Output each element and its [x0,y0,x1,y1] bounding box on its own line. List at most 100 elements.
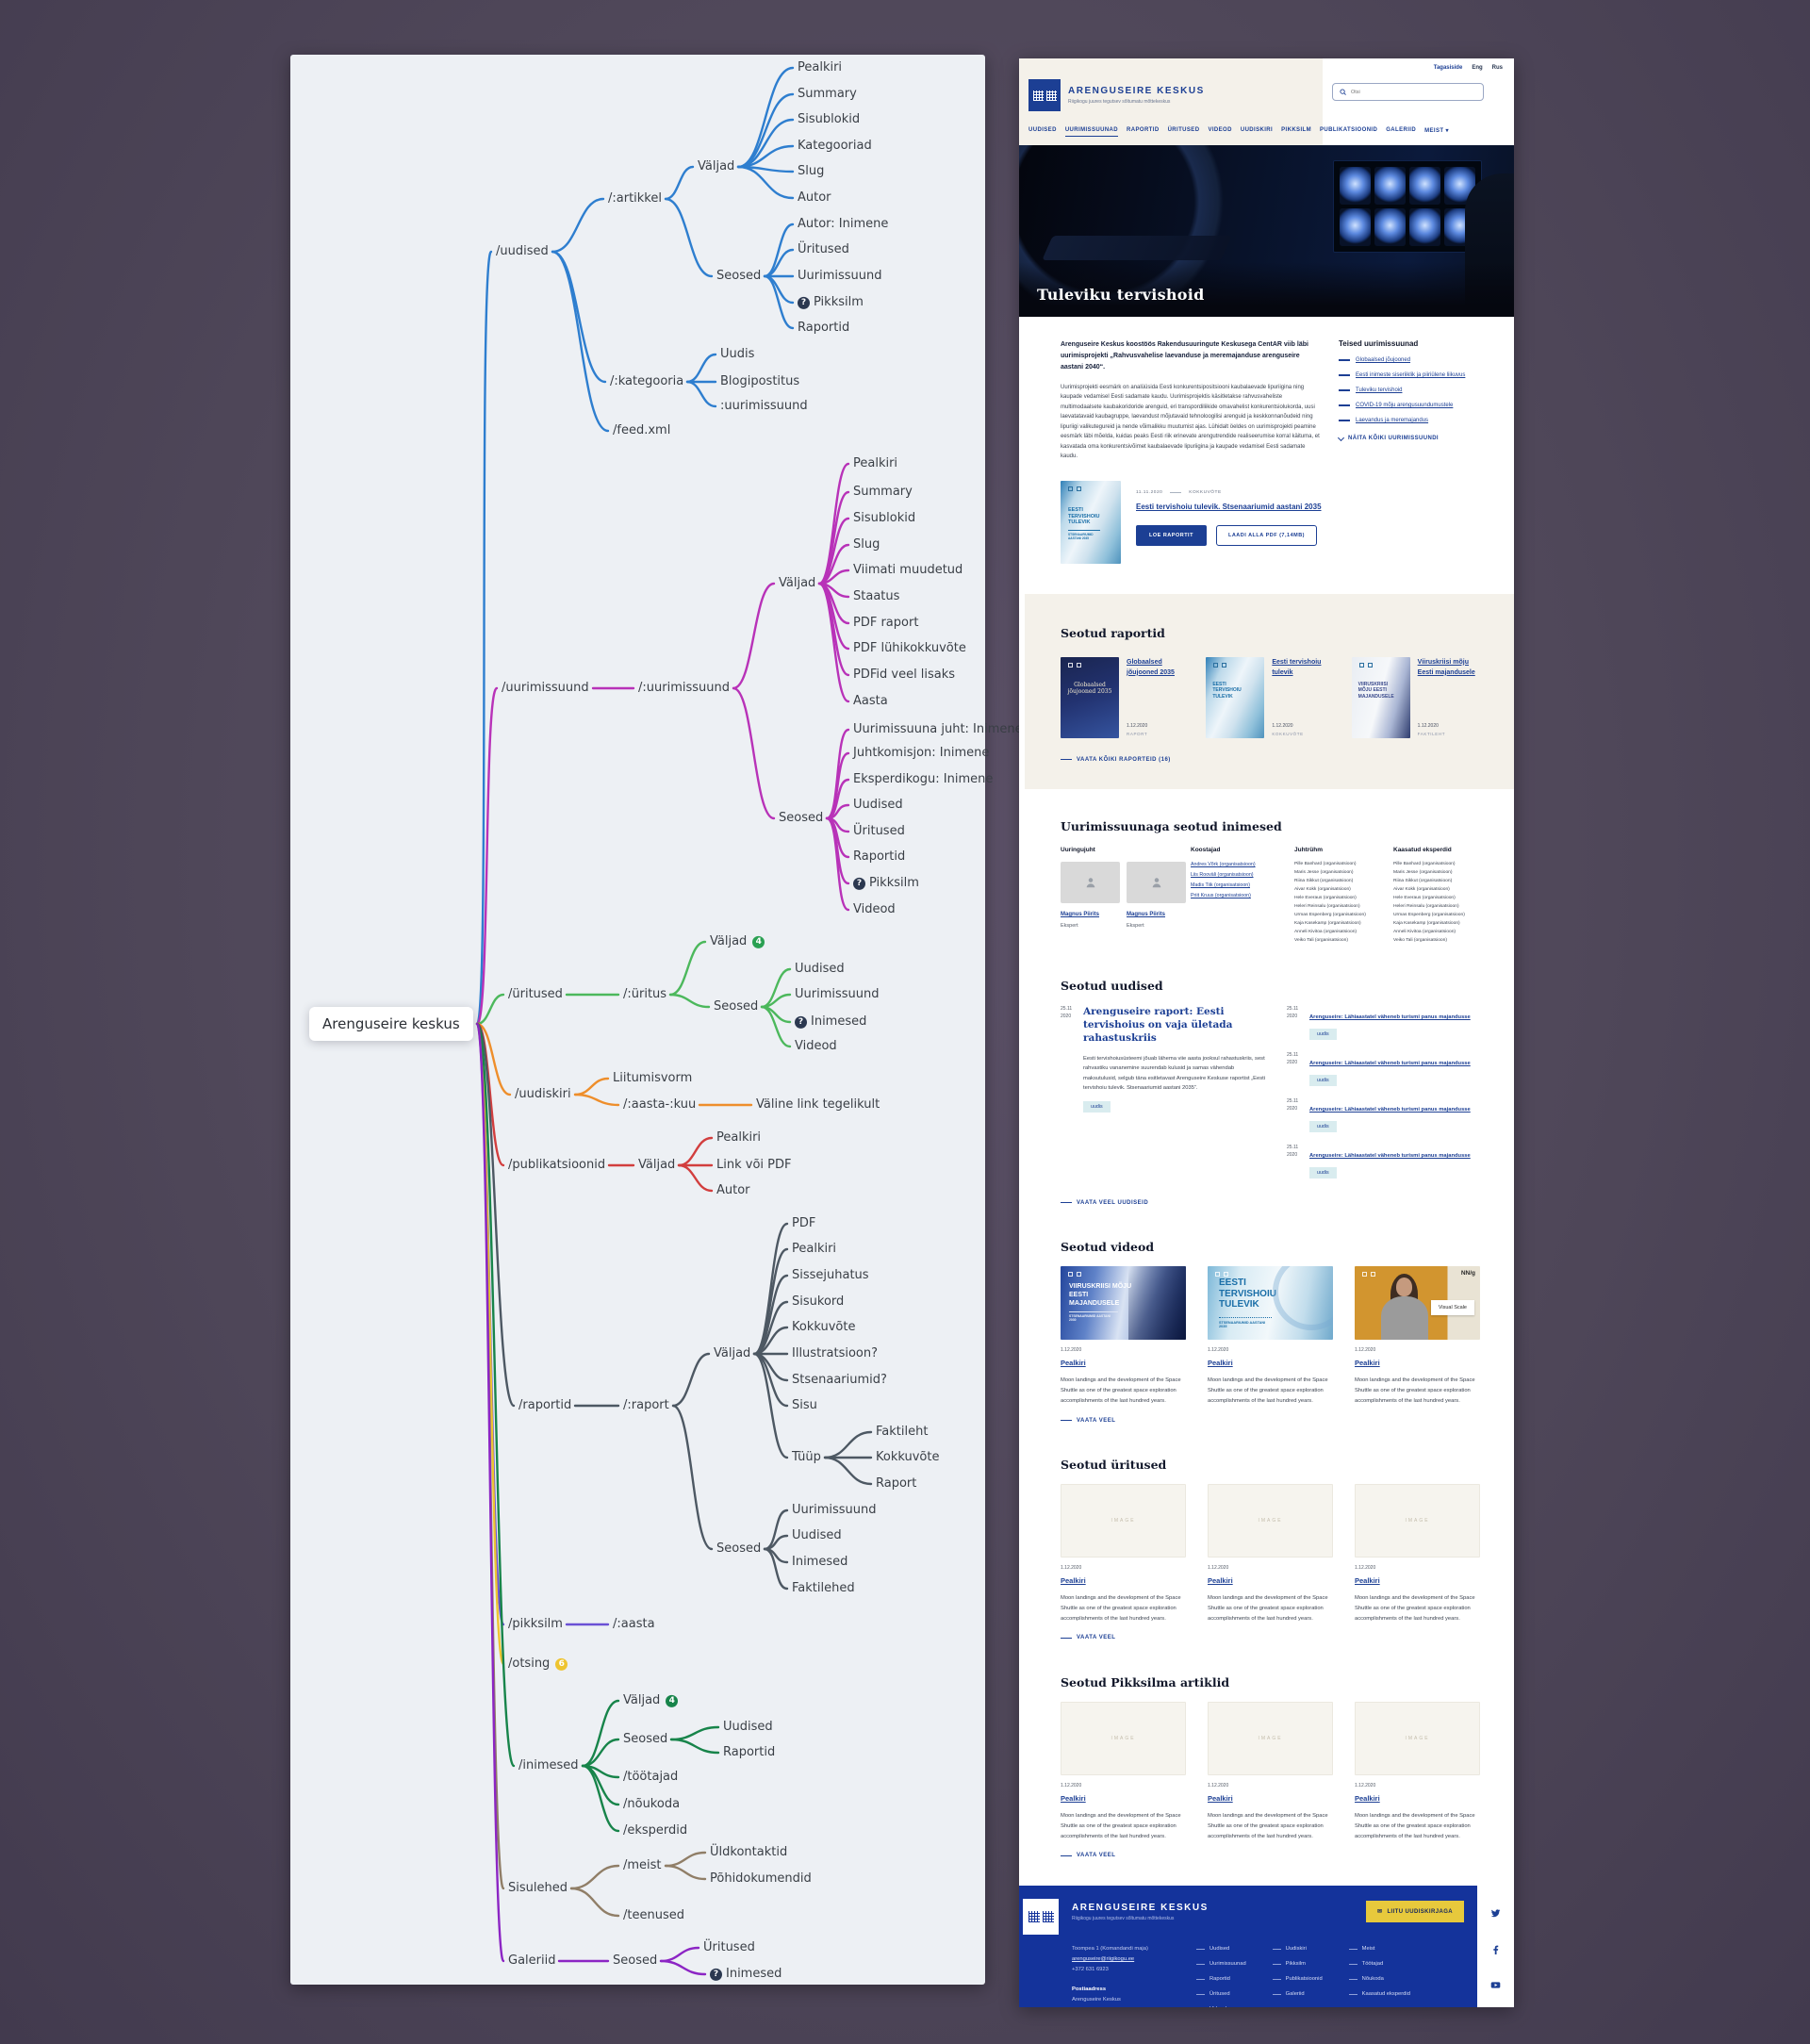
mindmap-label: Pealkiri [798,59,843,74]
cover-title: EESTI TERVISHOIU TULEVIK [1212,681,1242,700]
view-more-videos-link[interactable]: VAATA VEEL [1061,1418,1115,1424]
email-link[interactable]: arenguseire@riigikogu.ee [1072,1956,1135,1963]
footer-link[interactable]: Uudised [1196,1946,1246,1952]
mindmap-label: Uurimissuund [798,268,882,283]
news-title-link[interactable]: Arenguseire: Lähiaastatel väheneb turism… [1309,1107,1471,1113]
footer-link[interactable]: Uurimissuunad [1196,1961,1246,1967]
video-thumbnail[interactable]: VIIRUSKRIISI MÕJU EESTI MAJANDUSELE STSE… [1061,1266,1186,1341]
news-title-link[interactable]: Arenguseire raport: Eesti tervishoius on… [1083,1006,1233,1044]
card-title-link[interactable]: Pealkiri [1355,1359,1380,1368]
footer-link[interactable]: Uudiskiri [1272,1946,1323,1952]
youtube-icon[interactable] [1490,1978,1501,1995]
card-title-link[interactable]: Pealkiri [1208,1794,1233,1804]
footer-link[interactable]: Pikksilm [1272,1961,1323,1967]
read-report-button[interactable]: LOE RAPORTIT [1136,524,1207,546]
nav-item[interactable]: RAPORTID [1127,127,1160,133]
footer-link[interactable]: Galeriid [1272,1991,1323,1997]
video-thumbnail[interactable]: EESTI TERVISHOIU TULEVIK STSENAARIUMID A… [1208,1266,1333,1341]
language-rus[interactable]: Rus [1491,65,1503,71]
sidebar-link[interactable]: Tuleviku tervishoid [1356,387,1403,393]
sidebar-link[interactable]: Laevandus ja meremajandus [1356,418,1429,423]
search-input[interactable] [1351,89,1476,95]
mindmap-node-si3: /teenused [623,1908,684,1922]
mindmap-node-i5: /eksperdid [623,1823,687,1838]
footer-link[interactable]: Üritused [1196,1991,1246,1997]
card-title-link[interactable]: Pealkiri [1355,1794,1380,1804]
report-title-link[interactable]: Eesti tervishoiu tulevik [1272,658,1322,676]
view-more-news-link[interactable]: VAATA VEEL UUDISEID [1061,1200,1148,1206]
view-all-reports-link[interactable]: VAATA KÕIKI RAPORTEID (16) [1061,757,1171,763]
facebook-icon[interactable] [1490,1942,1501,1959]
brand-block[interactable]: ARENGUSEIRE KESKUS Riigikogu juures tegu… [1028,79,1205,111]
news-title-link[interactable]: Arenguseire: Lähiaastatel väheneb turism… [1309,1061,1471,1067]
sidebar-title: Teised uurimissuunad [1339,339,1419,348]
mindmap-node-t1: Faktileht [876,1425,928,1439]
footer-link[interactable]: Nõukoda [1348,1976,1410,1982]
footer-link[interactable]: Publikatsioonid [1272,1976,1323,1982]
card-title-link[interactable]: Pealkiri [1208,1359,1233,1368]
report-cover-image[interactable]: Globaalsed jõujooned 2035 [1061,656,1119,738]
footer-link[interactable]: Kaasatud eksperdid [1348,1991,1410,1997]
mindmap-label: Eksperdikogu: Inimene [853,771,994,786]
report-title-link[interactable]: Viiruskriisi mõju Eesti majandusele [1417,658,1475,676]
sidebar-link[interactable]: COVID-19 mõju arengusuundumustele [1356,403,1454,408]
logo-icon [1362,1272,1375,1278]
featured-report-title-link[interactable]: Eesti tervishoiu tulevik. Stsenaariumid … [1136,502,1322,511]
person-link[interactable]: Madis Tiik (organisatsioon) [1191,882,1250,889]
news-title-link[interactable]: Arenguseire: Lähiaastatel väheneb turism… [1309,1153,1471,1160]
search-box[interactable] [1332,83,1484,101]
nav-item[interactable]: UUDISKIRI [1240,127,1274,133]
mindmap-node-sseosed: Seosed [716,1541,761,1556]
card-title-link[interactable]: Pealkiri [1061,1576,1086,1586]
nav-item[interactable]: PUBLIKATSIOONID [1320,127,1378,133]
card-title-link[interactable]: Pealkiri [1061,1359,1086,1368]
nav-item[interactable]: UURIMISSUUNAD [1064,127,1119,137]
download-pdf-button[interactable]: LAADI ALLA PDF (7,14MB) [1215,524,1318,546]
report-date: 1.12.2020 [1417,722,1439,729]
intro-lead: Arenguseire Keskus koostöös Rakendusuuri… [1061,341,1308,371]
nav-item[interactable]: UUDISED [1028,127,1057,133]
news-title-link[interactable]: Arenguseire: Lähiaastatel väheneb turism… [1309,1014,1471,1021]
card-title-link[interactable]: Pealkiri [1208,1576,1233,1586]
view-more-pikksilm-link[interactable]: VAATA VEEL [1061,1853,1115,1858]
mindmap-node-m17: ?Pikksilm [853,876,919,890]
nav-item[interactable]: VIDEOD [1208,127,1232,133]
card-title-link[interactable]: Pealkiri [1061,1794,1086,1804]
sidebar-link[interactable]: Globaalsed jõujooned [1356,357,1411,363]
mindmap-node-raport: /:raport [623,1398,669,1412]
feedback-link[interactable]: Tagasiside [1433,65,1463,71]
report-cover-image[interactable]: EESTI TERVISHOIU TULEVIK STSENAARIUMID A… [1061,480,1121,564]
report-cover-image[interactable]: EESTI TERVISHOIU TULEVIK [1206,656,1265,738]
report-title-link[interactable]: Globaalsed jõujooned 2035 [1127,658,1175,676]
footer-link[interactable]: Töötajad [1348,1961,1410,1967]
mindmap-label: /:aasta-:kuu [623,1096,697,1112]
person-name-link[interactable]: Magnus Piirits [1127,912,1166,918]
footer-link[interactable]: Raportid [1196,1976,1246,1982]
person-link[interactable]: Andres Võrk (organisatsioon) [1191,862,1256,868]
footer-link[interactable]: Meist [1348,1946,1410,1952]
report-cover-image[interactable]: VIIRUSKRIISI MÕJU EESTI MAJANDUSELE [1351,656,1410,738]
language-eng[interactable]: Eng [1472,65,1483,71]
sidebar-link[interactable]: Eesti inimeste siseriiklik ja piiriülene… [1356,372,1466,378]
person-link[interactable]: Liis Rooväli (organisatsioon) [1191,872,1254,879]
view-more-events-link[interactable]: VAATA VEEL [1061,1635,1115,1640]
card-title-link[interactable]: Pealkiri [1355,1576,1380,1586]
mindmap-label: Sisublokid [798,111,861,126]
twitter-icon[interactable] [1490,1906,1501,1923]
mindmap-node-ga2: ?Inimesed [710,1967,782,1981]
mindmap-label: Sisublokid [853,510,916,525]
video-thumbnail[interactable]: NN/g Visual Scale [1355,1266,1480,1341]
nav-item[interactable]: MEIST [1424,127,1449,137]
newsletter-button[interactable]: ✉ LIITU UUDISKIRJAGA [1366,1901,1464,1923]
nav-item[interactable]: GALERIID [1386,127,1417,133]
footer-link[interactable]: Videod [1196,2006,1246,2007]
nav-item[interactable]: PIKKSILM [1281,127,1311,133]
nav-item[interactable]: ÜRITUSED [1167,127,1200,133]
mindmap-label: Pealkiri [853,455,898,470]
mindmap-node-pikksilm: /pikksilm [508,1617,563,1631]
person-name-link[interactable]: Magnus Piirits [1061,912,1100,918]
mindmap-label: Raportid [853,849,906,864]
show-all-directions-link[interactable]: NÄITA KÕIKI UURIMISSUUNDI [1337,434,1480,441]
person-link[interactable]: Priit Kruus (organisatsioon) [1191,893,1251,899]
